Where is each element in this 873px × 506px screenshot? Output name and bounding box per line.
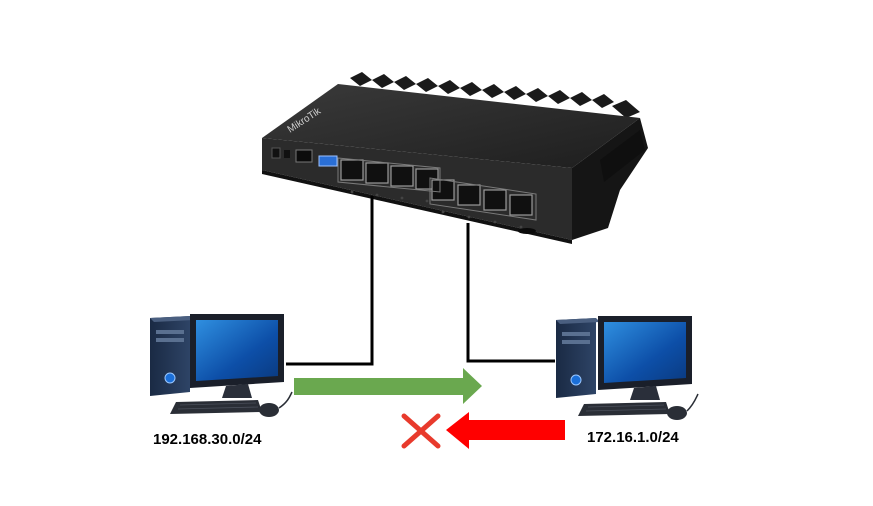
- power-button-icon: [164, 372, 176, 384]
- monitor-screen: [196, 320, 278, 381]
- ethernet-port: [340, 159, 364, 181]
- cable-right: [466, 223, 555, 363]
- x-icon: [401, 413, 441, 449]
- router-top-panel: [262, 84, 640, 168]
- router-heatsink-fins: [350, 72, 640, 118]
- monitor-screen: [604, 322, 686, 383]
- computer-left: [150, 314, 293, 417]
- power-button-icon: [570, 374, 582, 386]
- router: MikroTik: [262, 72, 648, 244]
- ethernet-port: [457, 184, 481, 206]
- ethernet-port: [365, 162, 389, 184]
- usb-port: [318, 155, 338, 167]
- allowed-arrow: [294, 368, 482, 404]
- ethernet-port: [431, 179, 455, 201]
- blocked-arrow: [446, 412, 565, 449]
- mouse: [667, 406, 687, 420]
- network-label-left: 192.168.30.0/24: [153, 431, 262, 448]
- ethernet-ports: [340, 159, 533, 216]
- sfp-port: [295, 149, 313, 163]
- reset-button: [284, 150, 290, 158]
- network-cables: [286, 196, 555, 366]
- ethernet-port: [509, 194, 533, 216]
- computer-right: [556, 316, 699, 420]
- mouse: [259, 403, 279, 417]
- cable-left: [286, 196, 374, 366]
- network-label-right: 172.16.1.0/24: [587, 429, 679, 446]
- power-jack: [271, 147, 281, 159]
- ethernet-port: [390, 165, 414, 187]
- ethernet-port: [483, 189, 507, 211]
